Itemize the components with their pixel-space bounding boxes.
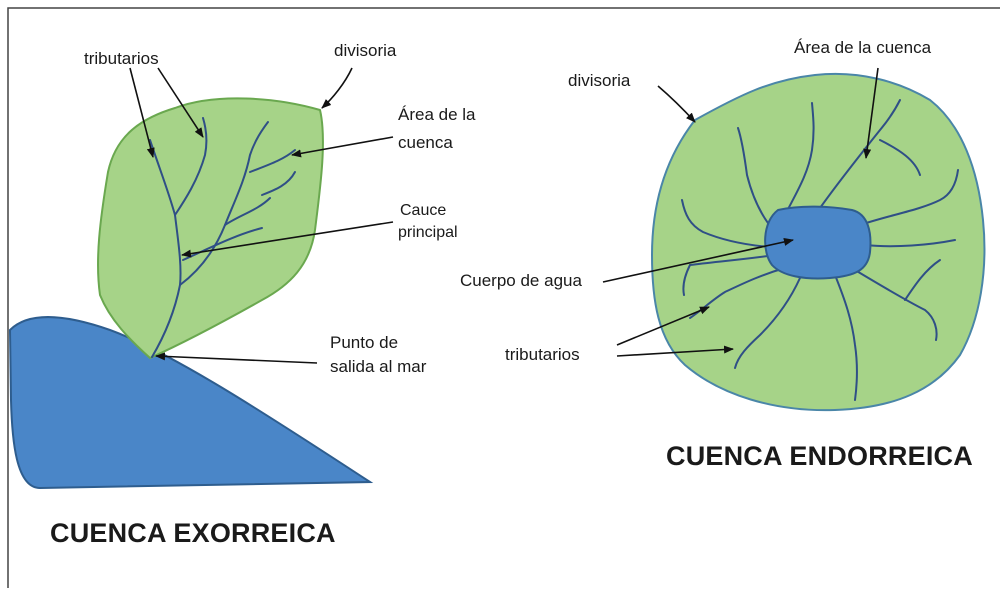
label-cauce-2: principal [398, 224, 458, 241]
endorreic-rivers [681, 99, 959, 401]
label-cuerpo: Cuerpo de agua [460, 271, 582, 290]
label-punto-2: salida al mar [330, 357, 427, 376]
label-divisoria-right: divisoria [568, 71, 631, 90]
frame-border [7, 7, 1000, 588]
label-area-right: Área de la cuenca [794, 38, 932, 57]
label-area-left-2: cuenca [398, 133, 453, 152]
arrow-punto [155, 352, 318, 364]
arrow-divisoria [321, 67, 353, 109]
endorreic-arrows [602, 67, 879, 357]
arrow-tributarios-2 [157, 67, 204, 138]
arrow-cauce [181, 221, 394, 258]
arrow-tributarios-4 [616, 345, 734, 357]
label-tributarios-left: tributarios [84, 49, 159, 68]
sea-body [8, 316, 374, 490]
label-cauce-1: Cauce [400, 202, 447, 219]
arrow-area [291, 136, 394, 158]
exorreic-arrows [129, 67, 394, 364]
arrow-tributarios-1 [129, 67, 155, 158]
endorreic-water-body [764, 205, 872, 280]
arrow-tributarios-3 [616, 306, 710, 346]
label-tributarios-right: tributarios [505, 345, 580, 364]
arrow-area-2 [863, 67, 879, 159]
label-area-left-1: Área de la [398, 105, 476, 124]
label-punto-1: Punto de [330, 333, 399, 352]
arrow-divisoria-2 [657, 85, 696, 123]
arrow-cuerpo [602, 238, 794, 283]
title-exorreica: CUENCA EXORREICA [50, 518, 336, 548]
exorreic-basin [97, 97, 324, 360]
title-endorreica: CUENCA ENDORREICA [666, 441, 973, 471]
label-divisoria-left: divisoria [334, 41, 397, 60]
